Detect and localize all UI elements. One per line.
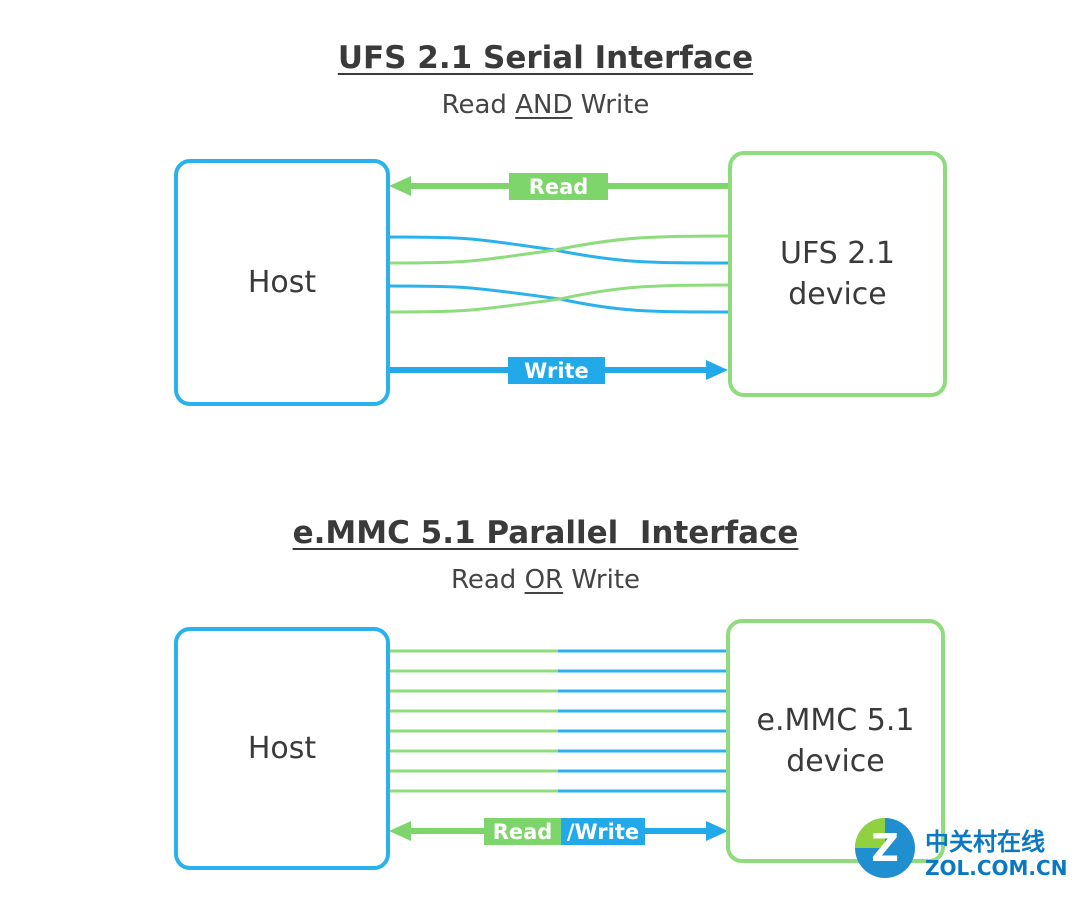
emmc-rw-arrowhead-left <box>389 821 411 841</box>
emmc-read-tag: Read <box>484 818 561 845</box>
ufs-device-line1: UFS 2.1 <box>780 236 895 271</box>
emmc-device-line2: device <box>786 744 885 779</box>
emmc-device-line1: e.MMC 5.1 <box>756 703 915 738</box>
ufs-write-tag: Write <box>508 357 605 384</box>
zol-en-text: ZOL.COM.CN <box>925 856 1068 880</box>
zol-logo-icon: Z <box>855 818 915 878</box>
emmc-device-box: e.MMC 5.1 device <box>726 619 945 863</box>
ufs-host-label: Host <box>247 265 317 300</box>
ufs-subtitle-and: AND <box>515 90 573 120</box>
ufs-lane-green-2 <box>388 283 731 314</box>
emmc-subtitle: Read OR Write <box>0 565 1091 595</box>
ufs-write-arrowhead <box>706 360 728 380</box>
emmc-parallel-lanes <box>389 649 728 793</box>
emmc-subtitle-end: Write <box>563 565 641 595</box>
emmc-title-text: e.MMC 5.1 Parallel Interface <box>292 515 799 551</box>
ufs-read-tag: Read <box>509 173 608 200</box>
ufs-subtitle-start: Read <box>441 90 516 120</box>
emmc-rw-arrowhead-right <box>706 821 728 841</box>
zol-cn-text: 中关村在线 <box>925 828 1045 856</box>
emmc-host-label: Host <box>247 731 317 766</box>
zol-watermark: Z 中关村在线 ZOL.COM.CN <box>852 812 1082 884</box>
ufs-title-text: UFS 2.1 Serial Interface <box>337 40 754 76</box>
zol-logo-letter: Z <box>871 826 899 870</box>
ufs-device-line2: device <box>788 277 887 312</box>
ufs-subtitle: Read AND Write <box>0 90 1091 120</box>
ufs-device-label: UFS 2.1 device <box>780 233 895 315</box>
emmc-subtitle-or: OR <box>524 565 564 595</box>
emmc-host-box: Host <box>174 627 390 870</box>
ufs-title: UFS 2.1 Serial Interface <box>0 40 1091 76</box>
ufs-device-box: UFS 2.1 device <box>728 151 947 397</box>
ufs-read-arrowhead <box>389 176 411 196</box>
emmc-write-tag: /Write <box>561 818 645 845</box>
ufs-subtitle-end: Write <box>572 90 650 120</box>
emmc-subtitle-start: Read <box>450 565 525 595</box>
emmc-title: e.MMC 5.1 Parallel Interface <box>0 515 1091 551</box>
ufs-lane-green-1 <box>388 234 731 265</box>
ufs-host-box: Host <box>174 159 390 406</box>
emmc-device-label: e.MMC 5.1 device <box>757 700 915 782</box>
